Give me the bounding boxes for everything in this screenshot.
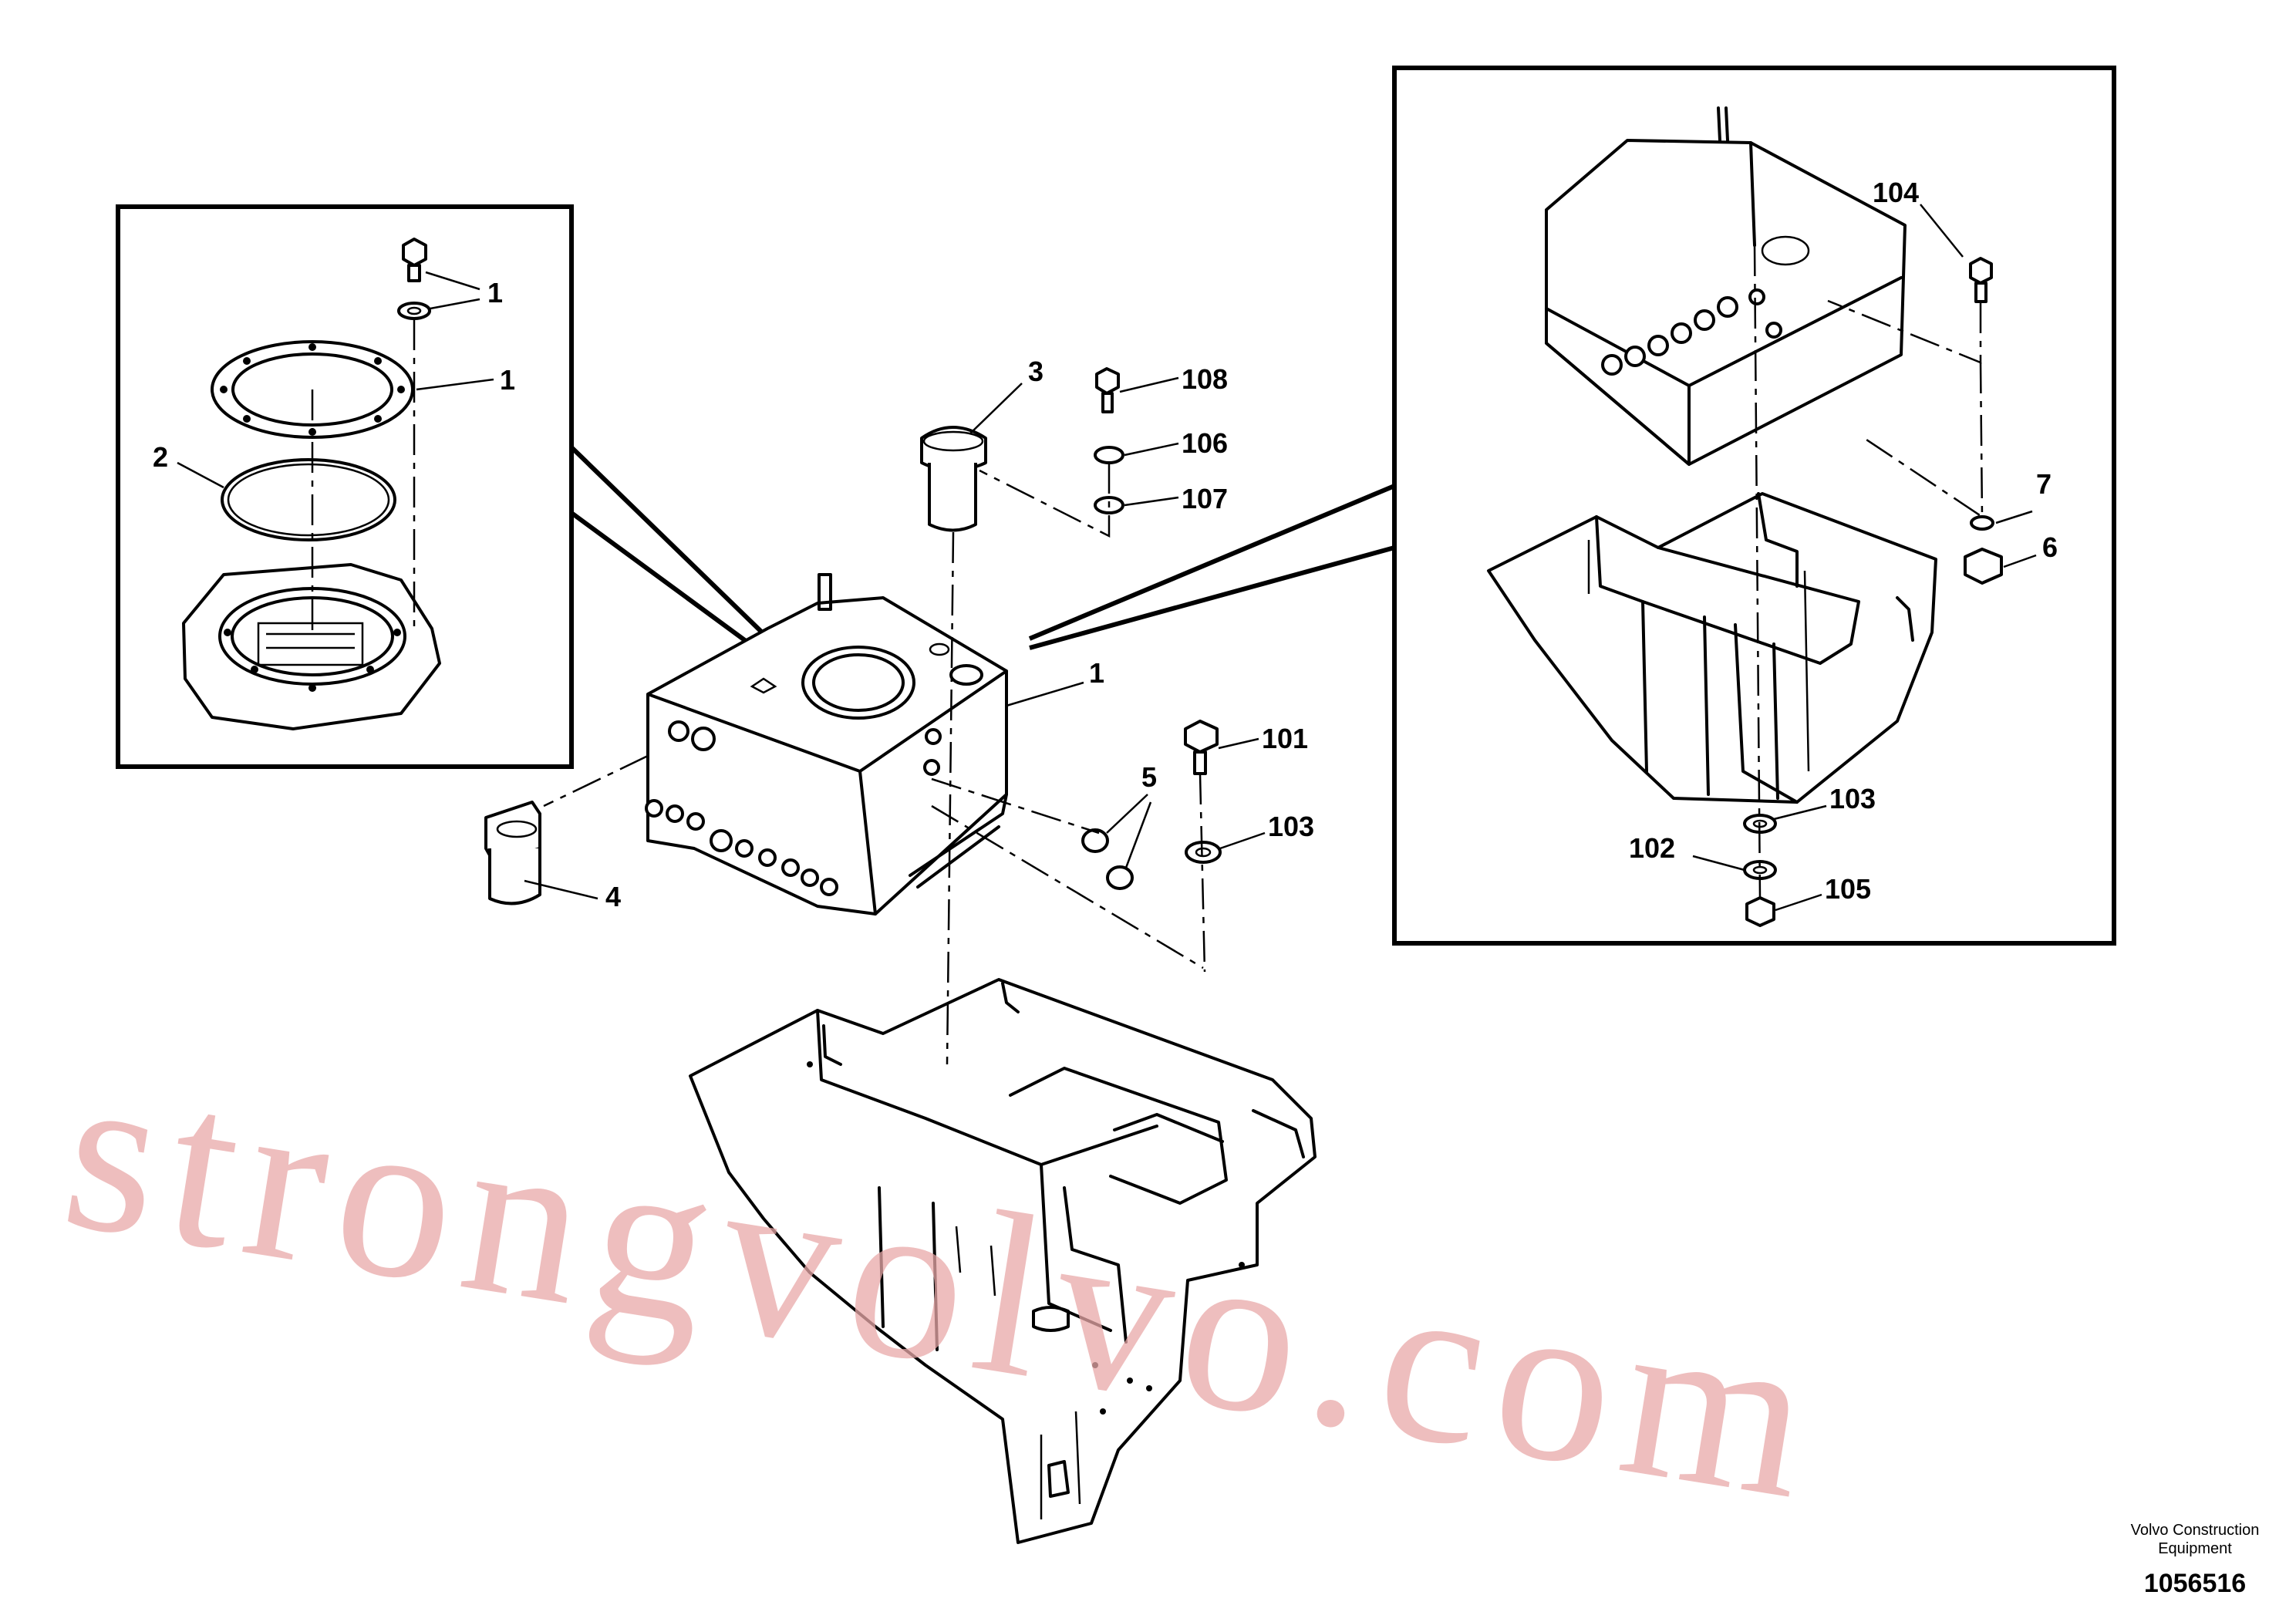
maker-line-2: Equipment xyxy=(2158,1540,2232,1557)
gasket-ring xyxy=(221,458,396,541)
return-filter xyxy=(484,801,541,905)
callout-7: 7 xyxy=(2036,468,2052,500)
plugs xyxy=(1081,828,1134,890)
left-inset-frame xyxy=(116,204,574,769)
washer-7 xyxy=(1970,515,1994,531)
washer-103-main xyxy=(1185,841,1222,864)
nut-105 xyxy=(1745,896,1775,927)
nut-6 xyxy=(1964,548,2003,585)
callout-1-bolt: 1 xyxy=(487,277,503,309)
left-detail-inset: 1 1 2 xyxy=(116,204,574,769)
callout-107: 107 xyxy=(1182,483,1228,514)
breather-filter xyxy=(920,426,987,532)
callout-106: 106 xyxy=(1182,427,1228,459)
cover-washer xyxy=(397,302,431,320)
tank-underside xyxy=(1545,106,1907,466)
callout-101: 101 xyxy=(1262,723,1308,754)
callout-2-gasket: 2 xyxy=(153,441,168,473)
callout-108: 108 xyxy=(1182,363,1228,395)
hydraulic-tank xyxy=(645,573,1008,916)
callout-105: 105 xyxy=(1825,873,1871,905)
tank-side-ports xyxy=(645,720,942,896)
drawing-number: 1056516 xyxy=(2144,1569,2246,1598)
footer-block: Volvo Construction Equipment 1056516 xyxy=(2131,1522,2260,1598)
washer-106 xyxy=(1094,446,1124,464)
callout-1-cover: 1 xyxy=(500,364,515,396)
tank-ports xyxy=(1601,288,1782,376)
mount-bolt-104 xyxy=(1969,257,1993,303)
cover-bolt xyxy=(402,238,427,282)
callout-4: 4 xyxy=(605,881,621,912)
callout-6: 6 xyxy=(2042,531,2058,563)
callout-104: 104 xyxy=(1873,177,1919,208)
maker-line-1: Volvo Construction xyxy=(2131,1522,2260,1539)
callout-3: 3 xyxy=(1028,356,1043,387)
callout-1-tank: 1 xyxy=(1089,657,1104,689)
right-detail-inset: 104 7 6 103 102 105 xyxy=(1392,66,2116,946)
bolt-108 xyxy=(1095,367,1120,413)
main-frame xyxy=(689,978,1317,1544)
callout-103-inset: 103 xyxy=(1829,783,1876,814)
frame-section xyxy=(1487,492,1937,804)
callout-5: 5 xyxy=(1141,761,1157,793)
right-inset-frame xyxy=(1392,66,2116,946)
bolt-101 xyxy=(1184,720,1219,775)
tank-opening xyxy=(182,563,441,730)
callout-102: 102 xyxy=(1629,832,1675,864)
right-magnifier-lines xyxy=(1028,484,1396,650)
callout-103-main: 103 xyxy=(1268,811,1314,842)
